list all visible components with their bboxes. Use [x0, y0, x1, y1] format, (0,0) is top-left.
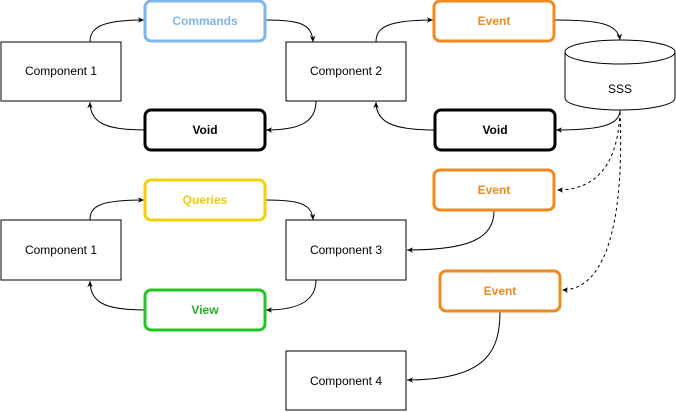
edge-event-top-to-database	[554, 19, 622, 41]
event-bottom-label: Event	[484, 284, 517, 298]
edge-view-to-component1	[87, 280, 146, 311]
void-left-box: Void	[143, 108, 267, 152]
edge-database-to-event-bottom	[561, 111, 622, 293]
event-middle-box: Event	[432, 168, 556, 212]
view-label: View	[191, 303, 219, 317]
component-4-label: Component 4	[310, 374, 382, 388]
edge-database-to-void-right	[555, 109, 621, 133]
edge-database-to-event-middle	[556, 111, 621, 193]
void-left-label: Void	[192, 123, 217, 137]
event-top-label: Event	[478, 14, 511, 28]
component-1-bottom-label: Component 1	[25, 243, 97, 257]
edge-component2-to-event-top	[375, 17, 434, 43]
component-3-label: Component 3	[310, 243, 382, 257]
component-3: Component 3	[285, 219, 407, 281]
event-bottom-box: Event	[438, 269, 562, 313]
edge-void-left-to-component1	[87, 101, 146, 131]
edge-event-middle-to-component3	[406, 210, 495, 253]
database-cylinder: SSS	[564, 39, 676, 111]
edge-queries-to-component3	[265, 199, 316, 221]
database-label: SSS	[608, 82, 632, 96]
component-1-top-label: Component 1	[25, 64, 97, 78]
edge-component3-to-view	[265, 279, 317, 313]
edge-event-bottom-to-component4	[406, 310, 501, 383]
component-2-label: Component 2	[310, 64, 382, 78]
component-4: Component 4	[285, 350, 407, 411]
edge-component1-to-commands	[89, 17, 145, 43]
queries-label: Queries	[183, 193, 228, 207]
edge-component1-to-queries	[89, 197, 145, 221]
commands-label: Commands	[172, 14, 238, 28]
component-2: Component 2	[285, 41, 407, 102]
component-1-top: Component 1	[0, 41, 122, 102]
edge-commands-to-component2	[265, 19, 316, 43]
commands-box: Commands	[143, 0, 267, 43]
void-right-label: Void	[482, 123, 507, 137]
edges	[87, 17, 622, 383]
event-middle-label: Event	[478, 183, 511, 197]
void-right-box: Void	[433, 108, 557, 152]
component-1-bottom: Component 1	[0, 219, 122, 281]
event-top-box: Event	[432, 0, 556, 43]
edge-component2-to-void-left	[265, 100, 317, 133]
edge-void-right-to-component2	[373, 101, 436, 131]
queries-box: Queries	[143, 178, 267, 222]
view-box: View	[143, 288, 267, 332]
